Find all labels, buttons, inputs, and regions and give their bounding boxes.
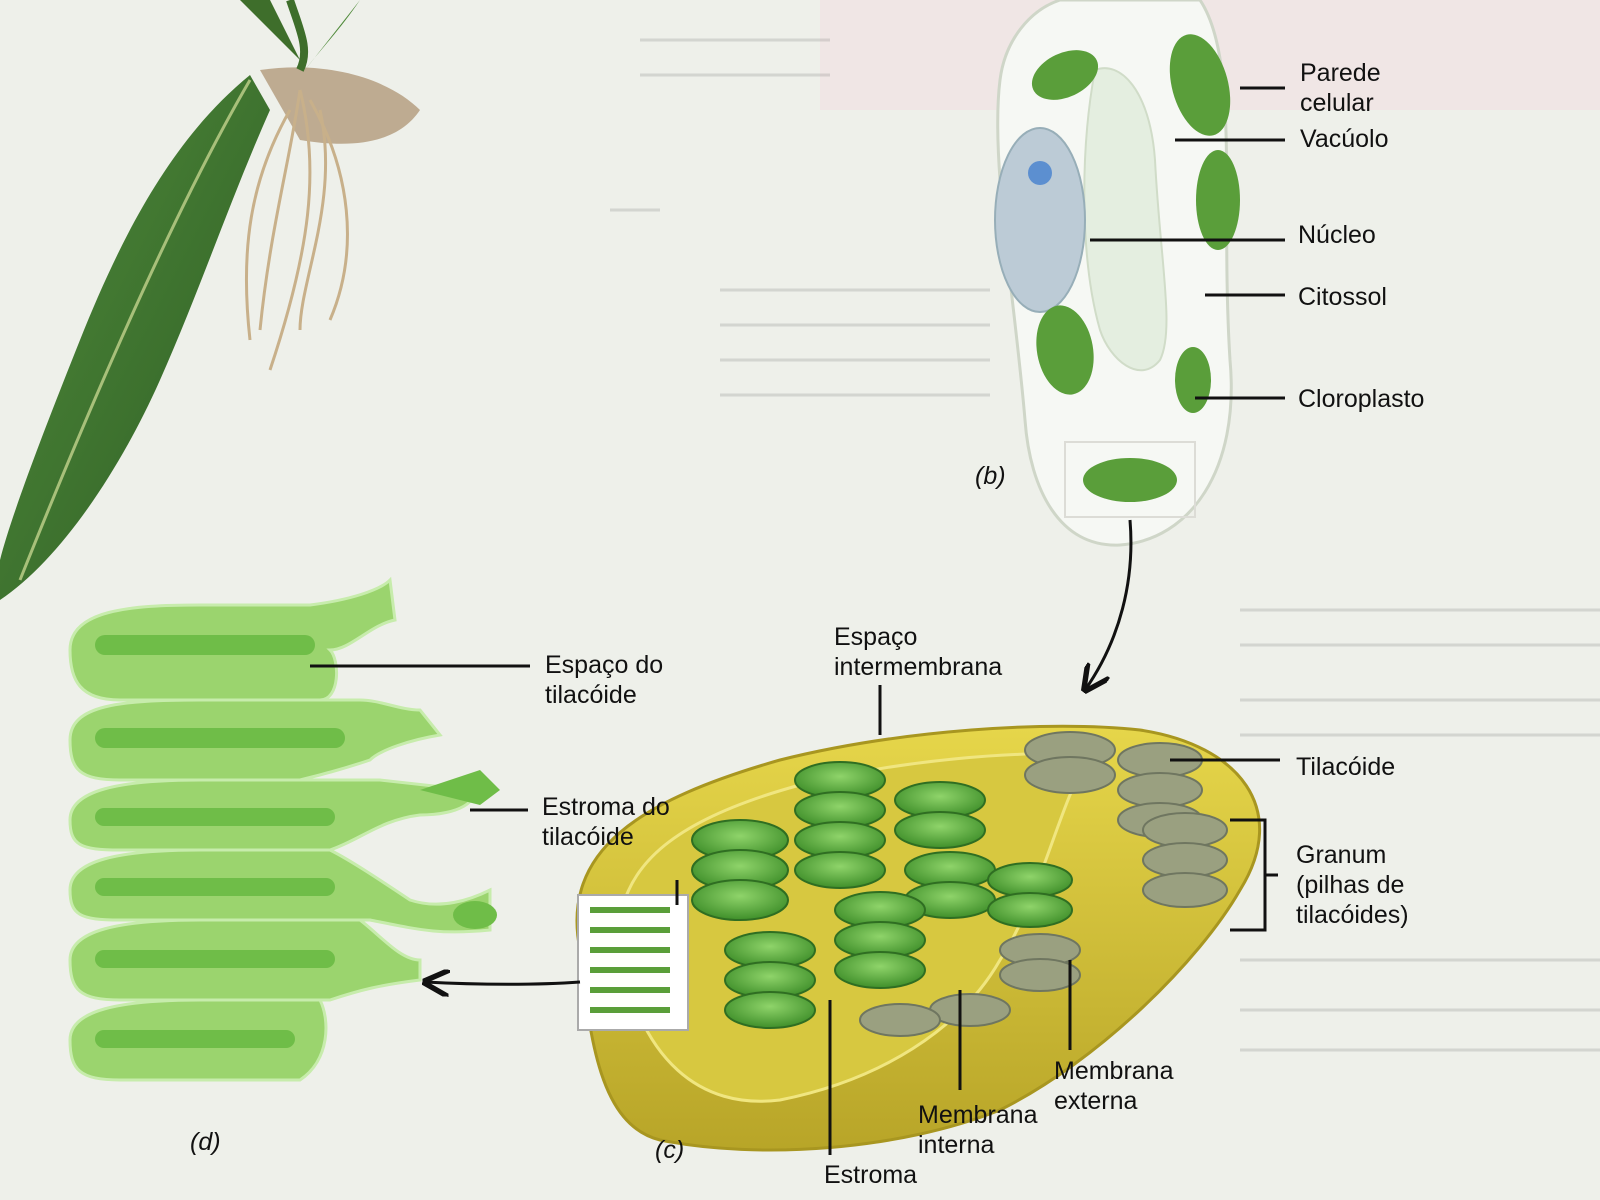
zoom-arrow-2 (425, 982, 581, 984)
label-granum-line1: Granum (1296, 841, 1387, 869)
label-granum-line3: tilacóides) (1296, 901, 1409, 929)
label-inner-membrane-line1: Membrana (918, 1101, 1038, 1129)
label-intermembrane-space: Espaço intermembrana (834, 622, 1002, 682)
label-granum-line2: (pilhas de (1296, 871, 1405, 899)
plant-illustration (0, 0, 420, 600)
thylakoid-leader-lines (310, 664, 530, 812)
label-thylakoid-stroma-line2: tilacóide (542, 823, 634, 851)
label-intermembrane-line1: Espaço (834, 623, 918, 651)
label-chloroplast: Cloroplasto (1298, 385, 1425, 413)
label-intermembrane-line2: intermembrana (834, 653, 1003, 681)
label-cell-wall-line2: celular (1300, 89, 1374, 117)
label-vacuole: Vacúolo (1300, 125, 1389, 153)
label-outer-membrane: Membrana externa (1054, 1056, 1174, 1116)
label-outer-membrane-line2: externa (1054, 1087, 1138, 1115)
label-cell-wall: Parede celular (1300, 58, 1381, 118)
label-inner-membrane-line2: interna (918, 1131, 995, 1159)
label-thylakoid-stroma: Estroma do tilacóide (542, 792, 670, 852)
chloroplast-leader-lines (675, 685, 1280, 1155)
label-thylakoid-space-line2: tilacóide (545, 681, 637, 709)
panel-label-c: (c) (655, 1136, 685, 1164)
label-thylakoid-stroma-line1: Estroma do (542, 793, 670, 821)
label-nucleus: Núcleo (1298, 221, 1376, 249)
label-thylakoid: Tilacóide (1296, 753, 1396, 781)
thylakoid-detail (68, 576, 500, 1082)
label-cell-wall-line1: Parede (1300, 59, 1381, 87)
chloroplast-cutaway (575, 724, 1261, 1152)
label-inner-membrane: Membrana interna (918, 1100, 1038, 1160)
label-stroma: Estroma (824, 1161, 918, 1189)
zoom-arrow-1 (1085, 519, 1133, 690)
label-granum: Granum (pilhas de tilacóides) (1296, 840, 1409, 930)
background-text-lines (610, 38, 1600, 1052)
panel-label-d: (d) (190, 1128, 221, 1156)
label-cytosol: Citossol (1298, 283, 1387, 311)
cell-leader-lines (1090, 86, 1285, 400)
panel-label-b: (b) (975, 462, 1006, 490)
label-outer-membrane-line1: Membrana (1054, 1057, 1174, 1085)
label-thylakoid-space-line1: Espaço do (545, 651, 664, 679)
label-thylakoid-space: Espaço do tilacóide (545, 650, 663, 710)
plant-cell (994, 0, 1240, 547)
